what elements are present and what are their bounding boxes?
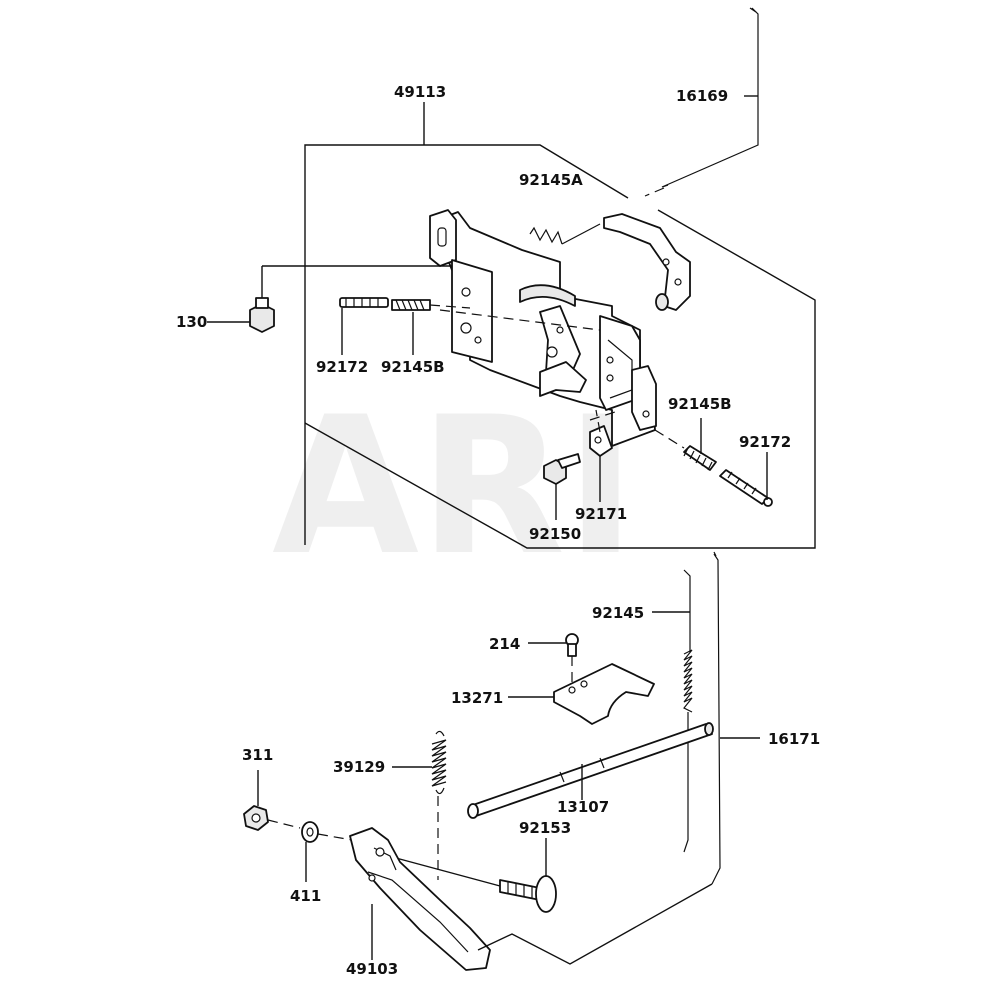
clip-92171 [589, 409, 613, 502]
bolt-130 [207, 265, 452, 333]
part-label-311: 311 [242, 746, 273, 764]
rod-16169 [644, 7, 759, 197]
part-label-49103: 49103 [346, 960, 398, 978]
screw-spring-right [654, 418, 773, 507]
part-label-49113: 49113 [394, 83, 446, 101]
watermark: ARI [272, 376, 636, 597]
part-label-214: 214 [489, 635, 520, 653]
plate-13271 [508, 663, 655, 725]
part-label-92150: 92150 [529, 525, 581, 543]
part-label-92145b-left: 92145B [381, 358, 445, 376]
screw-spring-left [339, 297, 471, 355]
part-label-411: 411 [290, 887, 321, 905]
pin-92153 [395, 838, 557, 913]
part-label-16169: 16169 [676, 87, 728, 105]
part-label-92153: 92153 [519, 819, 571, 837]
assembly-outline-49113 [304, 102, 816, 549]
part-label-92172-left: 92172 [316, 358, 368, 376]
screw-214 [528, 633, 579, 690]
spring-92145 [652, 569, 693, 853]
part-label-92145a: 92145A [519, 171, 583, 189]
part-label-16171: 16171 [768, 730, 820, 748]
control-plate [429, 209, 691, 447]
spring-39129 [392, 730, 447, 880]
part-label-130: 130 [176, 313, 207, 331]
washer-411 [301, 821, 353, 882]
shaft-13107 [467, 722, 714, 819]
part-label-13107: 13107 [557, 798, 609, 816]
part-label-92145b-right: 92145B [668, 395, 732, 413]
part-label-13271: 13271 [451, 689, 503, 707]
part-label-92172-right: 92172 [739, 433, 791, 451]
nut-311 [243, 770, 301, 831]
part-label-92145: 92145 [592, 604, 644, 622]
assembly-outline-lower [477, 883, 713, 965]
part-labels: 49113 16169 92145A 130 92172 92145B 9214… [176, 83, 820, 978]
rod-16171 [711, 551, 760, 885]
bolt-92150 [543, 453, 581, 520]
lever-49103 [349, 827, 491, 971]
part-label-39129: 39129 [333, 758, 385, 776]
part-label-92171: 92171 [575, 505, 627, 523]
